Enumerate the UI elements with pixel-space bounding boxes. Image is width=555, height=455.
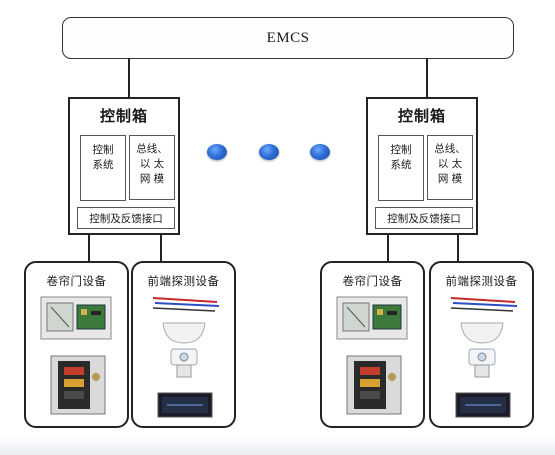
ellipsis-dot-3 <box>310 144 330 160</box>
connector-right-door <box>387 235 389 262</box>
connector-right <box>426 59 428 97</box>
door-control-panel-image <box>346 355 402 415</box>
rolling-door-device-box-right: 卷帘门设备 <box>320 261 425 428</box>
ellipsis-dot-2 <box>259 144 279 160</box>
sensor-module-image <box>170 348 198 378</box>
emcs-label: EMCS <box>266 29 310 46</box>
detector-cable-image <box>450 297 518 312</box>
device-title: 卷帘门设备 <box>46 274 107 288</box>
rolling-door-device-box-left: 卷帘门设备 <box>24 261 129 428</box>
device-title: 卷帘门设备 <box>342 274 403 288</box>
detector-cable-image <box>152 297 220 312</box>
smoke-detector-image <box>460 322 504 344</box>
control-system-box: 控制 系统 <box>378 135 424 201</box>
device-title: 前端探测设备 <box>445 274 518 288</box>
ellipsis-dot-1 <box>207 144 227 160</box>
front-detector-device-box-left: 前端探测设备 <box>131 261 236 428</box>
display-panel-image <box>157 392 213 418</box>
control-feedback-interface: 控制及反馈接口 <box>77 207 175 229</box>
emcs-box: EMCS <box>62 17 514 59</box>
bus-ethernet-box: 总线、 以 太 网 模 <box>427 135 473 200</box>
door-controller-board-image <box>336 296 408 340</box>
door-control-panel-image <box>50 355 106 415</box>
door-controller-board-image <box>40 296 112 340</box>
sensor-module-image <box>468 348 496 378</box>
bottom-fade <box>0 436 555 455</box>
control-feedback-interface: 控制及反馈接口 <box>375 207 473 229</box>
connector-left <box>128 59 130 97</box>
control-system-box: 控制 系统 <box>80 135 126 201</box>
smoke-detector-image <box>162 322 206 344</box>
connector-right-detect <box>457 235 459 262</box>
device-title: 前端探测设备 <box>147 274 220 288</box>
control-box-left: 控制箱 控制 系统 总线、 以 太 网 模 控制及反馈接口 <box>68 97 180 235</box>
control-box-title: 控制箱 <box>397 107 446 125</box>
display-panel-image <box>455 392 511 418</box>
control-box-title: 控制箱 <box>99 107 148 125</box>
front-detector-device-box-right: 前端探测设备 <box>429 261 534 428</box>
connector-left-detect <box>160 235 162 262</box>
connector-left-door <box>88 235 90 262</box>
control-box-right: 控制箱 控制 系统 总线、 以 太 网 模 控制及反馈接口 <box>366 97 478 235</box>
bus-ethernet-box: 总线、 以 太 网 模 <box>129 135 175 200</box>
